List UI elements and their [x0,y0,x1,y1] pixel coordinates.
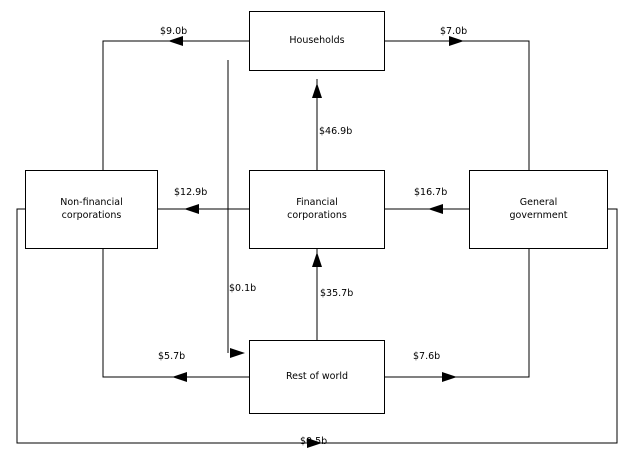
node-financial-corporations[interactable]: Financial corporations [249,170,385,249]
flow-label-restofworld-to-financial: $35.7b [320,288,354,299]
flow-label-government-to-nonfinancial: $0.5b [300,436,328,447]
flow-label-households-to-nonfinancial: $9.0b [160,26,188,37]
flow-label-households-to-government: $7.0b [440,26,468,37]
arrowheads [168,36,464,448]
flow-label-government-to-financial: $16.7b [414,187,448,198]
node-financial-corporations-label: Financial corporations [287,196,347,221]
node-non-financial-corporations[interactable]: Non-financial corporations [25,170,158,249]
node-general-government-label: General government [509,196,568,221]
node-non-financial-corporations-label: Non-financial corporations [60,196,123,221]
node-households-label: Households [289,34,345,46]
flow-label-financial-to-households: $46.9b [319,126,353,137]
flow-label-financial-to-nonfinancial: $12.9b [174,187,208,198]
flow-label-restofworld-to-nonfinancial: $5.7b [158,351,186,362]
node-households[interactable]: Households [249,11,385,71]
flow-label-households-to-restofworld: $0.1b [229,283,257,294]
node-rest-of-world-label: Rest of world [285,370,349,382]
flow-label-restofworld-to-government: $7.6b [413,351,441,362]
node-rest-of-world[interactable]: Rest of world [249,340,385,414]
node-general-government[interactable]: General government [469,170,608,249]
